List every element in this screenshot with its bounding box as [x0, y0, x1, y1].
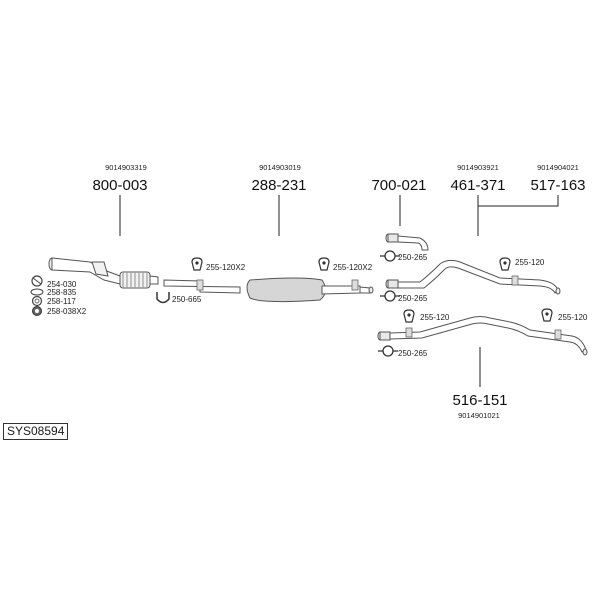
part-288-231[interactable]: 288-231: [251, 177, 306, 194]
ring-258-117[interactable]: [31, 295, 43, 307]
oem-517-163: 9014904021: [537, 163, 579, 172]
tail-pipe-516-151[interactable]: [377, 316, 588, 356]
center-muffler-288-231[interactable]: [163, 277, 374, 303]
hanger-255-120x2-right[interactable]: [318, 257, 330, 271]
label-250-265-b: 250-265: [398, 294, 428, 303]
label-250-265-a: 250-265: [398, 253, 428, 262]
system-id-badge: SYS08594: [3, 423, 69, 440]
clamp-250-265-b[interactable]: [380, 290, 400, 302]
clamp-250-265-c[interactable]: [378, 345, 398, 357]
hanger-255-120-c[interactable]: [541, 308, 553, 322]
label-255-120-c: 255-120: [558, 313, 588, 322]
tail-pipe-461-371[interactable]: [385, 259, 561, 295]
part-461-371[interactable]: 461-371: [450, 177, 505, 194]
oem-516-151: 9014901021: [458, 411, 500, 420]
oem-461-371: 9014903921: [457, 163, 499, 172]
label-258-835: 258-835: [47, 288, 77, 297]
label-250-665: 250-665: [172, 295, 202, 304]
part-516-151[interactable]: 516-151: [452, 392, 507, 409]
hanger-255-120-a[interactable]: [499, 257, 511, 271]
label-255-120-a: 255-120: [515, 258, 545, 267]
label-258-038x2: 258-038X2: [47, 307, 87, 316]
label-255-120-b: 255-120: [420, 313, 450, 322]
clamp-254-030[interactable]: [31, 275, 43, 287]
part-700-021[interactable]: 700-021: [371, 177, 426, 194]
part-800-003[interactable]: 800-003: [92, 177, 147, 194]
label-255-120x2-right: 255-120X2: [333, 263, 373, 272]
part-517-163[interactable]: 517-163: [530, 177, 585, 194]
label-254-030: 254-030: [47, 280, 77, 289]
oem-288-231: 9014903019: [259, 163, 301, 172]
label-255-120x2-left: 255-120X2: [206, 263, 246, 272]
gasket-258-835[interactable]: [30, 288, 44, 296]
u-clamp-250-665[interactable]: [156, 292, 170, 304]
hanger-255-120-b[interactable]: [403, 309, 415, 323]
oem-800-003: 9014903319: [105, 163, 147, 172]
label-250-265-c: 250-265: [398, 349, 428, 358]
gasket-258-038x2[interactable]: [32, 306, 42, 316]
hanger-255-120x2-left[interactable]: [191, 257, 203, 271]
front-pipe-800-003[interactable]: [48, 257, 159, 289]
leader-517-163: [478, 195, 559, 207]
label-258-117: 258-117: [47, 297, 76, 306]
clamp-250-265-a[interactable]: [380, 250, 400, 262]
connector-pipe-700-021[interactable]: [385, 233, 429, 251]
